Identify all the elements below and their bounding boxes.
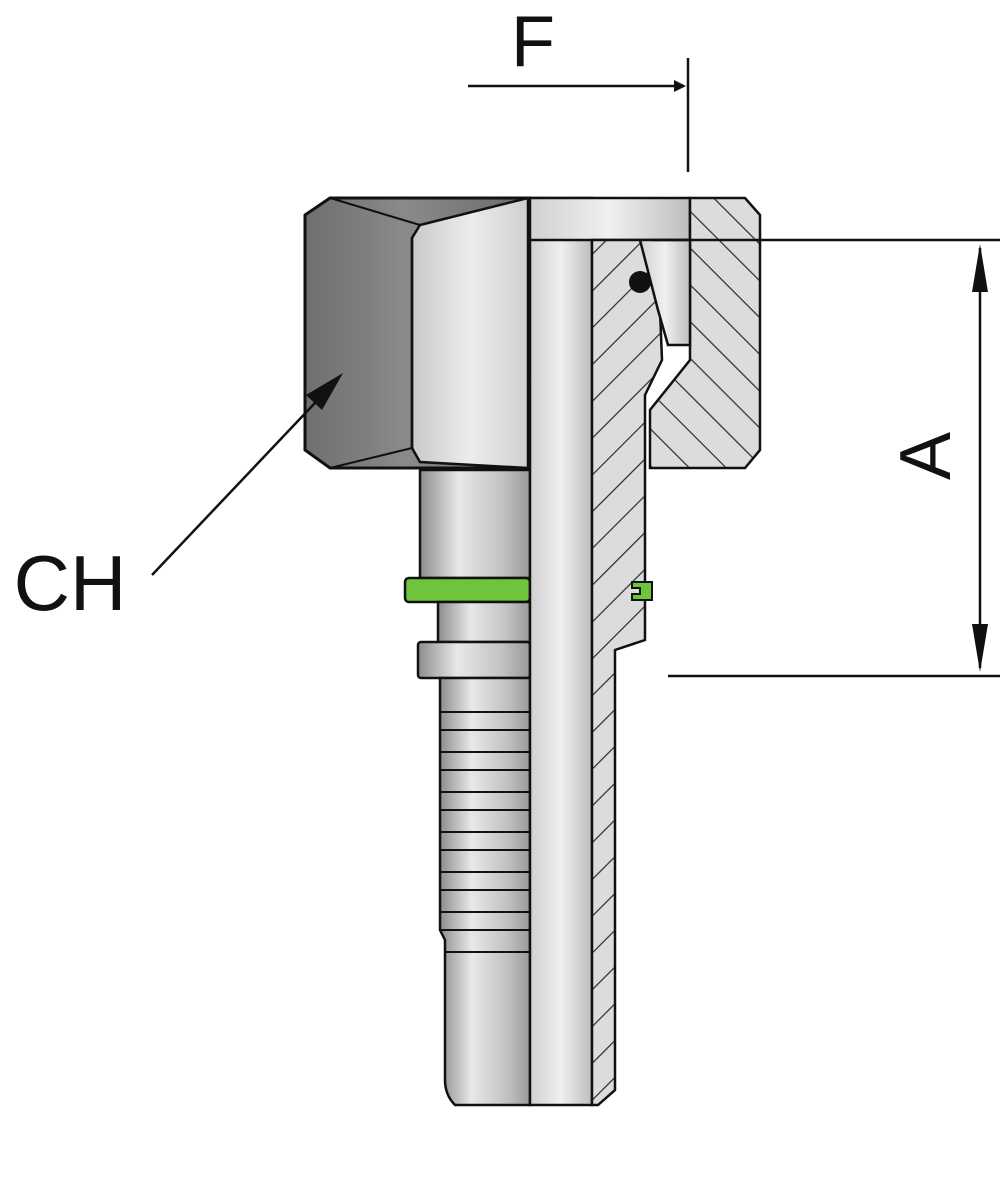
fitting-bore [528, 196, 692, 1107]
dimension-f: F [468, 2, 690, 172]
hex-size-callout: CH [14, 373, 343, 627]
dimension-f-label: F [511, 2, 555, 82]
o-ring [403, 576, 532, 604]
hex-size-label: CH [14, 539, 127, 627]
seal-ring-section [629, 271, 651, 293]
hex-nut [303, 196, 532, 470]
dimension-a: A [652, 238, 1000, 678]
fitting-body-left [403, 468, 532, 1107]
section-view [590, 196, 762, 1107]
dimension-a-label: A [886, 432, 966, 480]
